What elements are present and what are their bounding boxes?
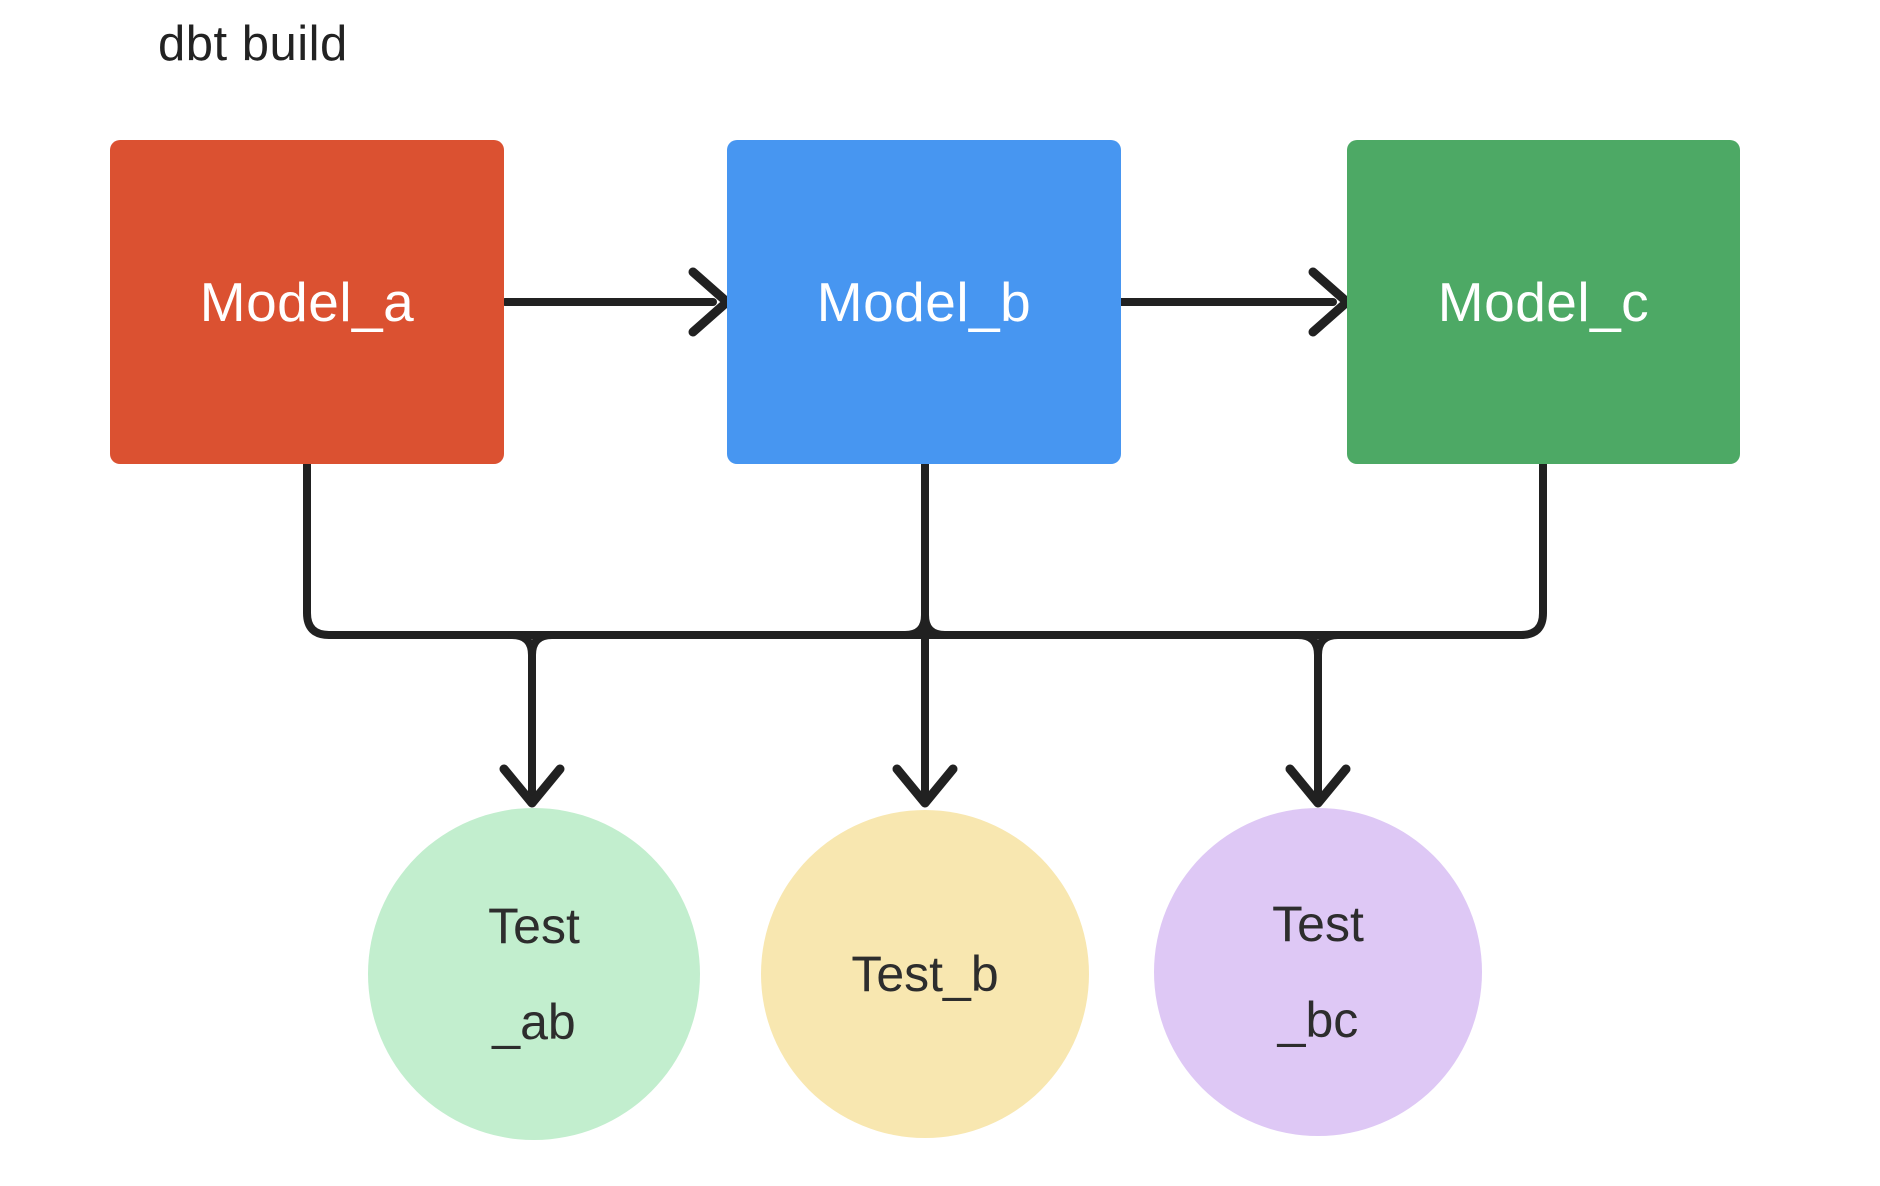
- test-ab-node[interactable]: Test _ab: [368, 808, 700, 1140]
- test-b-node[interactable]: Test_b: [761, 810, 1089, 1138]
- arrowhead-down-icon: [499, 764, 565, 808]
- edge-model-b-to-test-b: [892, 459, 958, 808]
- edge-bus-to-test-bc: [1285, 631, 1351, 808]
- arrowhead-down-icon: [892, 764, 958, 808]
- test-ab-label: Test _ab: [488, 898, 580, 1050]
- edge-model-a-to-model-b: [501, 267, 732, 337]
- model-b-label: Model_b: [816, 271, 1032, 333]
- model-c-node[interactable]: Model_c: [1347, 140, 1740, 464]
- edge-model-b-to-model-c: [1117, 267, 1352, 337]
- test-bc-label: Test _bc: [1272, 896, 1364, 1048]
- test-b-label: Test_b: [851, 946, 999, 1002]
- edge-bus-to-test-ab: [499, 631, 565, 808]
- arrowhead-down-icon: [1285, 764, 1351, 808]
- model-a-label: Model_a: [199, 271, 415, 333]
- model-b-node[interactable]: Model_b: [727, 140, 1121, 464]
- diagram-title: dbt build: [158, 17, 348, 71]
- model-c-label: Model_c: [1437, 271, 1650, 333]
- model-a-node[interactable]: Model_a: [110, 140, 504, 464]
- test-bc-node[interactable]: Test _bc: [1154, 808, 1482, 1136]
